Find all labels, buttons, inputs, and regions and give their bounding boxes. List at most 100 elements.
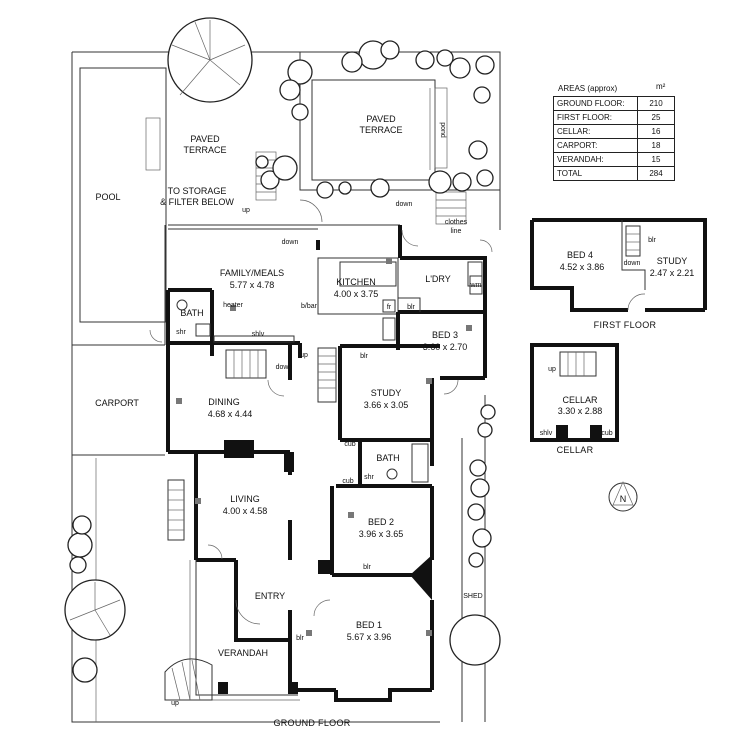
first-floor-title: FIRST FLOOR [594,320,657,330]
areas-row-value: 16 [637,124,675,139]
bed2-name: BED 2 [368,517,394,527]
fr-label: fr [387,304,392,311]
site-boundary [71,51,501,723]
areas-row-label: FIRST FLOOR: [553,110,638,125]
shr-mid-label: shr [364,474,374,481]
verandah-up-label: up [171,700,179,707]
kitchen-name: KITCHEN [336,277,376,287]
areas-title: AREAS (approx) [558,84,618,93]
family-name: FAMILY/MEALS [220,268,284,278]
dining-size: 4.68 x 4.44 [208,409,253,419]
pool-label: POOL [95,192,120,202]
areas-row-label: CARPORT: [553,138,638,153]
shr-left-label: shr [176,329,186,336]
cellar-plan [530,343,619,442]
top-terrace [299,52,500,191]
kitchen-size: 4.00 x 3.75 [334,289,379,299]
areas-row-value: 18 [637,138,675,153]
bed2-size: 3.96 x 3.65 [359,529,404,539]
living-name: LIVING [230,494,260,504]
family-size: 5.77 x 4.78 [230,280,275,290]
outdoor-up-label: up [242,207,250,214]
trees [64,17,501,683]
storage-line2: & FILTER BELOW [160,197,234,207]
laundry-name: L'DRY [425,274,451,284]
north-arrow [608,481,638,512]
areas-row: CELLAR: 16 [553,124,675,139]
bbar-label: b/bar [301,303,318,310]
blr-laundry-label: blr [407,304,415,311]
cellar-shlv-label: shlv [540,430,553,437]
living-size: 4.00 x 4.58 [223,506,268,516]
labels: PAVED TERRACE PAVED TERRACE pond POOL TO… [95,114,694,728]
clothes-line1: clothes [445,219,468,226]
ff-down-label: down [624,260,641,267]
cellar-room-name: CELLAR [562,395,598,405]
blr-bed2-label: blr [363,564,371,571]
bed4-name: BED 4 [567,250,593,260]
dining-name: DINING [208,397,240,407]
carport-label: CARPORT [95,398,139,408]
bed3-name: BED 3 [432,330,458,340]
bed4-size: 4.52 x 3.86 [560,262,605,272]
bed1-size: 5.67 x 3.96 [347,632,392,642]
areas-row: FIRST FLOOR: 25 [553,110,675,125]
blr-bed1-label: blr [296,635,304,642]
doors [149,199,493,625]
ground-floor-title: GROUND FLOOR [273,718,350,728]
bed1-name: BED 1 [356,620,382,630]
areas-table: GROUND FLOOR: 210 FIRST FLOOR: 25 CELLAR… [553,96,675,181]
storage-line1: TO STORAGE [168,186,227,196]
cellar-cub-label: cub [601,430,612,437]
areas-row-label: VERANDAH: [553,152,638,167]
blr-study-label: blr [360,353,368,360]
areas-unit: m² [656,82,666,91]
areas-row-value: 15 [637,152,675,167]
entry-name: ENTRY [255,591,285,601]
ground-floor-walls [164,224,487,702]
cub-bath-label: cub [344,441,355,448]
shlv-label: shlv [252,331,265,338]
steps [255,151,467,225]
ff-blr-label: blr [648,237,656,244]
cub-bed2-label: cub [342,478,353,485]
areas-row-value: 25 [637,110,675,125]
study-name: STUDY [371,388,402,398]
terrace-top-line2: TERRACE [359,125,402,135]
pool [79,67,167,323]
terrace-top-line1: PAVED [366,114,396,124]
areas-total-label: TOTAL [553,166,638,181]
areas-total-value: 284 [637,166,675,181]
study-size: 3.66 x 3.05 [364,400,409,410]
shed-label: SHED [463,593,482,600]
first-floor-plan [530,218,707,312]
areas-row: CARPORT: 18 [553,138,675,153]
areas-row-label: GROUND FLOOR: [553,96,638,111]
wm-label: wm [470,282,482,289]
bath-left-name: BATH [180,308,203,318]
down-family-label: down [282,239,299,246]
areas-row-value: 210 [637,96,675,111]
clothes-line2: line [451,228,462,235]
ff-study-name: STUDY [657,256,688,266]
north-letter: N [620,494,627,504]
cellar-title: CELLAR [557,445,594,455]
cellar-up-label: up [548,366,556,373]
terrace-left-line1: PAVED [190,134,220,144]
bath-mid-name: BATH [376,453,399,463]
outdoor-down-label: down [396,201,413,208]
areas-total-row: TOTAL 284 [553,166,675,181]
cellar-room-size: 3.30 x 2.88 [558,406,603,416]
pond-label: pond [439,122,446,138]
bed3-size: 3.60 x 2.70 [423,342,468,352]
down-stair-label: down [276,364,293,371]
up-stair-label: up [300,352,308,359]
areas-row: GROUND FLOOR: 210 [553,96,675,111]
areas-row: VERANDAH: 15 [553,152,675,167]
heater-label: heater [223,302,244,309]
verandah-label: VERANDAH [218,648,268,658]
terrace-left-line2: TERRACE [183,145,226,155]
areas-row-label: CELLAR: [553,124,638,139]
ff-study-size: 2.47 x 2.21 [650,268,695,278]
